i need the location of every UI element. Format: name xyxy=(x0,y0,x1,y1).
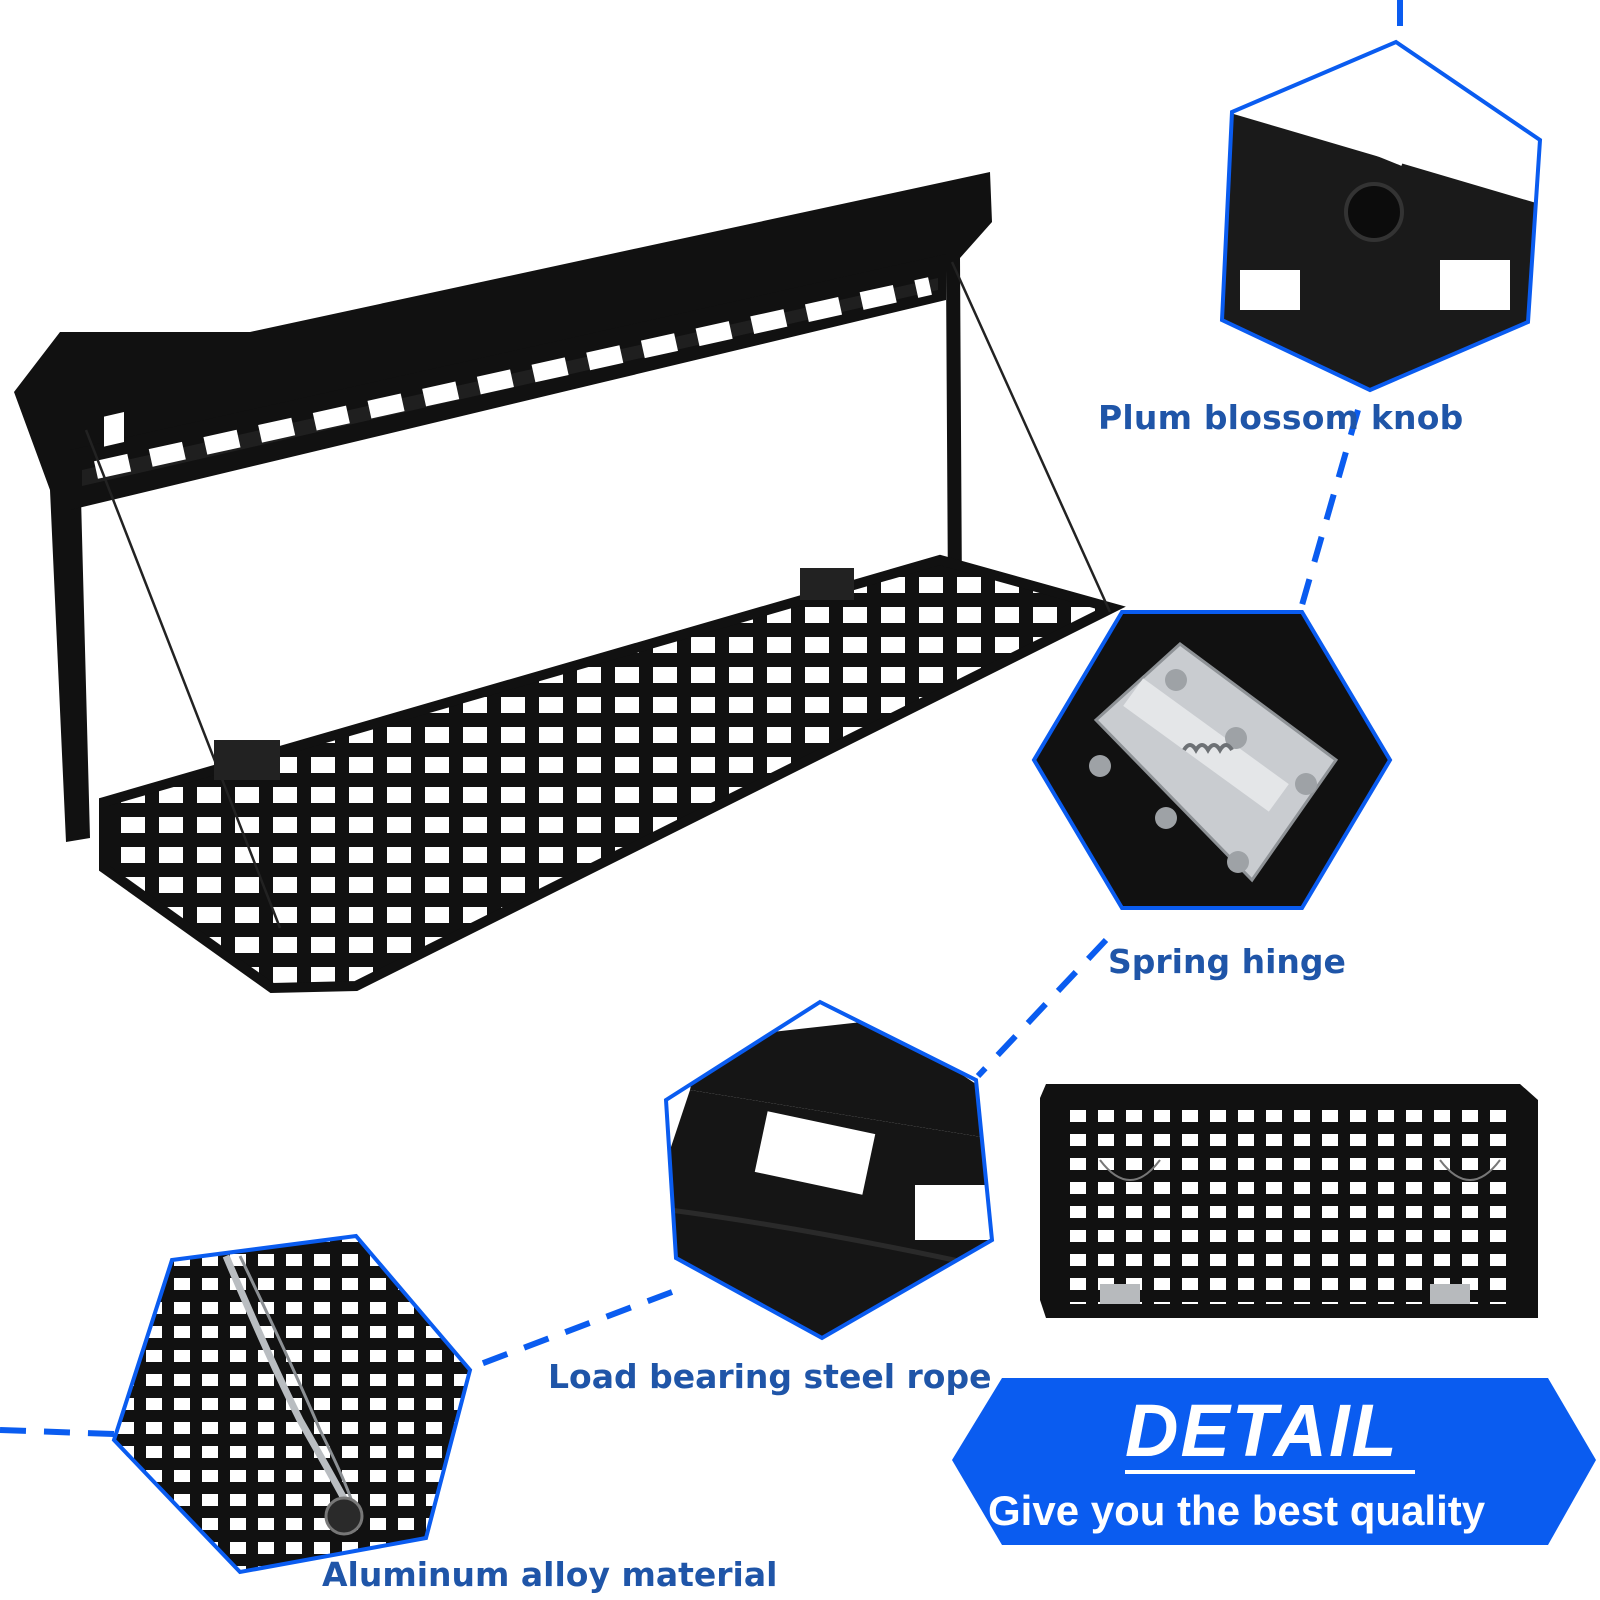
aluminum-alloy-closeup xyxy=(111,1233,473,1575)
plum-blossom-knob-label: Plum blossom knob xyxy=(1098,398,1464,437)
detail-banner xyxy=(952,1378,1596,1545)
steel-rope-closeup xyxy=(663,999,995,1341)
detail-title: DETAIL xyxy=(1125,1389,1399,1472)
spring-hinge-label: Spring hinge xyxy=(1108,942,1346,981)
plum-blossom-knob-closeup xyxy=(1219,39,1543,393)
dashed-connector-line xyxy=(0,0,1403,1437)
spring-hinge-closeup xyxy=(1031,610,1393,910)
steel-rope-label: Load bearing steel rope xyxy=(548,1357,992,1396)
detail-underline xyxy=(1125,1470,1415,1474)
detail-subtitle: Give you the best quality xyxy=(988,1487,1486,1534)
folding-shelf-product xyxy=(14,172,1126,994)
aluminum-alloy-label: Aluminum alloy material xyxy=(322,1555,778,1594)
shelf-front-view xyxy=(1040,1084,1538,1318)
